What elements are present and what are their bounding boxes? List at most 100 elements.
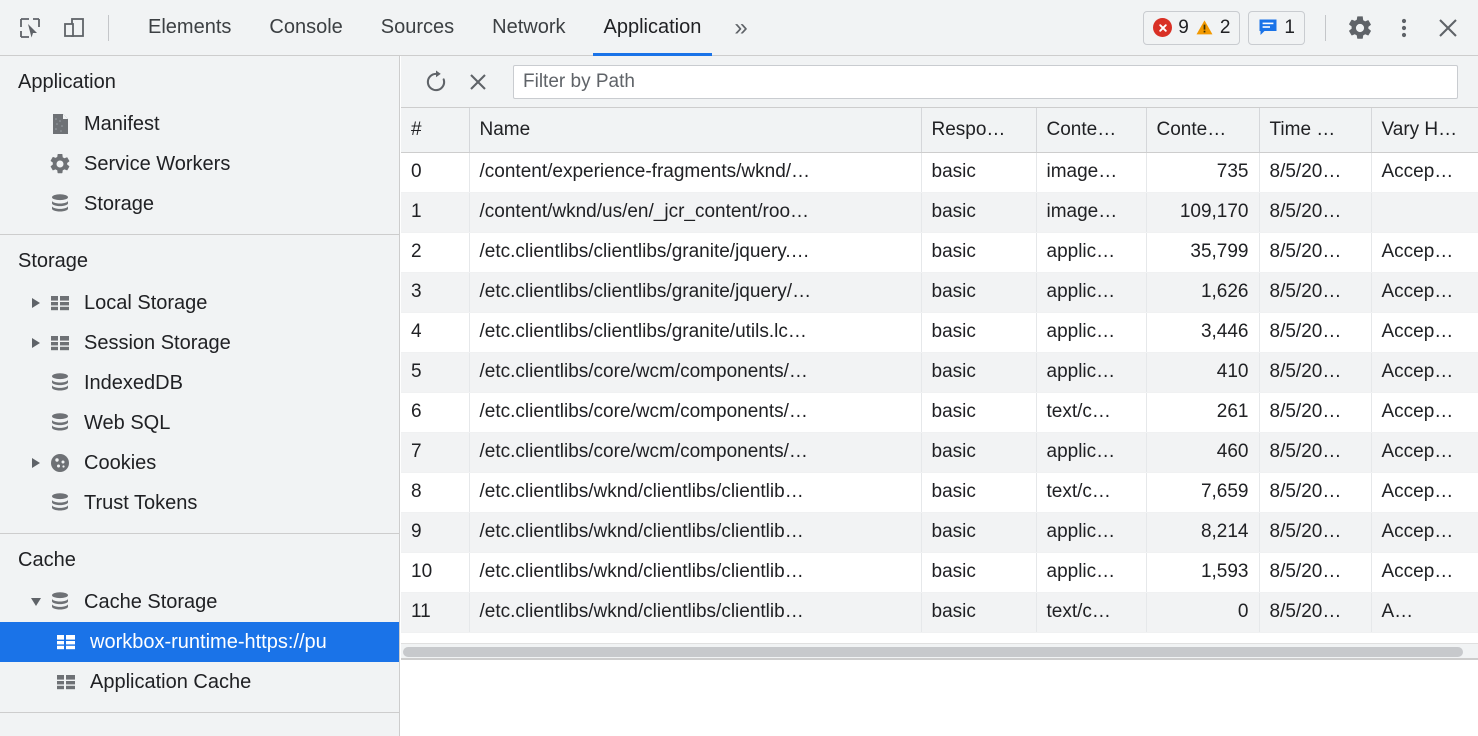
cell-vary-header: Accep… [1371, 392, 1478, 433]
cell-content-length: 1,593 [1146, 552, 1260, 593]
chevron-right-icon[interactable] [26, 338, 46, 348]
column-header-time-cached[interactable]: Time … [1259, 108, 1372, 153]
sidebar-item-indexeddb[interactable]: IndexedDB [0, 363, 399, 403]
sidebar-section-title-application: Application [18, 71, 116, 93]
cell-content-length: 7,659 [1146, 472, 1260, 513]
cell-name: /etc.clientlibs/wknd/clientlibs/clientli… [469, 512, 922, 553]
cell-name: /etc.clientlibs/core/wcm/components/… [469, 392, 922, 433]
chevron-down-icon[interactable] [26, 598, 46, 606]
cell-index: 2 [401, 232, 470, 273]
column-header-index[interactable]: # [401, 108, 470, 153]
table-row[interactable]: 0 /content/experience-fragments/wknd/… b… [401, 152, 1478, 193]
filter-by-path-input[interactable] [513, 64, 1458, 99]
cell-content-type: applic… [1036, 552, 1147, 593]
table-row[interactable]: 4 /etc.clientlibs/clientlibs/granite/uti… [401, 312, 1478, 353]
cell-time-cached: 8/5/20… [1259, 552, 1372, 593]
table-row[interactable]: 1 /content/wknd/us/en/_jcr_content/roo… … [401, 192, 1478, 233]
table-row[interactable]: 2 /etc.clientlibs/clientlibs/granite/jqu… [401, 232, 1478, 273]
cell-name: /etc.clientlibs/clientlibs/granite/utils… [469, 312, 922, 353]
cell-index: 4 [401, 312, 470, 353]
cell-content-length: 109,170 [1146, 192, 1260, 233]
cell-vary-header: Accep… [1371, 552, 1478, 593]
column-header-content-type[interactable]: Conte… [1036, 108, 1147, 153]
table-row[interactable]: 11 /etc.clientlibs/wknd/clientlibs/clien… [401, 592, 1478, 633]
close-icon[interactable] [1426, 6, 1470, 50]
table-row[interactable]: 9 /etc.clientlibs/wknd/clientlibs/client… [401, 512, 1478, 553]
cell-name: /etc.clientlibs/core/wcm/components/… [469, 432, 922, 473]
tab-console[interactable]: Console [250, 0, 361, 56]
sidebar-item-service-workers[interactable]: Service Workers [0, 144, 399, 184]
tab-elements[interactable]: Elements [129, 0, 250, 56]
column-header-response-type[interactable]: Respo… [921, 108, 1037, 153]
table-icon [57, 675, 75, 690]
chevron-right-icon[interactable] [26, 298, 46, 308]
application-sidebar[interactable]: Application Manifest Service Workers [0, 56, 400, 736]
kebab-menu-icon[interactable] [1382, 6, 1426, 50]
column-header-vary-header[interactable]: Vary H… [1371, 108, 1478, 153]
cell-response-type: basic [921, 232, 1037, 273]
tab-elements-label: Elements [148, 16, 232, 38]
error-count: 9 [1178, 16, 1189, 38]
refresh-icon[interactable] [415, 61, 457, 103]
sidebar-item-label: Service Workers [84, 152, 231, 175]
sidebar-item-workbox-runtime-cache[interactable]: workbox-runtime-https://pu [0, 622, 399, 662]
sidebar-item-application-cache[interactable]: Application Cache [0, 662, 399, 702]
cell-vary-header: Accep… [1371, 152, 1478, 193]
cell-index: 10 [401, 552, 470, 593]
sidebar-item-storage[interactable]: Storage [0, 184, 399, 224]
cache-filter-toolbar [401, 56, 1478, 108]
sidebar-item-manifest[interactable]: Manifest [0, 104, 399, 144]
sidebar-item-label: Local Storage [84, 291, 208, 314]
cell-vary-header: Accep… [1371, 512, 1478, 553]
table-row[interactable]: 3 /etc.clientlibs/clientlibs/granite/jqu… [401, 272, 1478, 313]
sidebar-item-trust-tokens[interactable]: Trust Tokens [0, 483, 399, 523]
chevron-right-icon[interactable] [26, 458, 46, 468]
sidebar-item-session-storage[interactable]: Session Storage [0, 323, 399, 363]
database-icon [52, 493, 68, 511]
messages-counter[interactable]: 1 [1248, 10, 1305, 45]
cell-content-type: applic… [1036, 232, 1147, 273]
sidebar-section-title-cache: Cache [18, 549, 76, 571]
cell-content-type: text/c… [1036, 472, 1147, 513]
cell-response-type: basic [921, 312, 1037, 353]
tab-application[interactable]: Application [585, 0, 721, 56]
sidebar-item-web-sql[interactable]: Web SQL [0, 403, 399, 443]
cell-index: 5 [401, 352, 470, 393]
cell-response-type: basic [921, 592, 1037, 633]
sidebar-item-label: workbox-runtime-https://pu [90, 630, 327, 653]
table-row[interactable]: 10 /etc.clientlibs/wknd/clientlibs/clien… [401, 552, 1478, 593]
gear-icon[interactable] [1338, 6, 1382, 50]
table-row[interactable]: 6 /etc.clientlibs/core/wcm/components/… … [401, 392, 1478, 433]
delete-entry-icon[interactable] [457, 61, 499, 103]
tab-network-label: Network [492, 16, 566, 38]
sidebar-item-cookies[interactable]: Cookies [0, 443, 399, 483]
cell-index: 3 [401, 272, 470, 313]
cell-response-type: basic [921, 192, 1037, 233]
document-icon [53, 114, 68, 134]
sidebar-item-cache-storage[interactable]: Cache Storage [0, 582, 399, 622]
cell-time-cached: 8/5/20… [1259, 352, 1372, 393]
device-toolbar-icon[interactable] [52, 6, 96, 50]
cell-vary-header: Accep… [1371, 352, 1478, 393]
inspect-element-icon[interactable] [8, 6, 52, 50]
cell-time-cached: 8/5/20… [1259, 512, 1372, 553]
sidebar-item-local-storage[interactable]: Local Storage [0, 283, 399, 323]
column-header-name[interactable]: Name [469, 108, 922, 153]
table-row[interactable]: 8 /etc.clientlibs/wknd/clientlibs/client… [401, 472, 1478, 513]
cell-content-length: 1,626 [1146, 272, 1260, 313]
tab-console-label: Console [269, 16, 343, 38]
horizontal-scrollbar[interactable] [401, 643, 1478, 659]
more-tabs-chevron-icon[interactable]: » [734, 13, 747, 41]
column-header-content-length[interactable]: Conte… [1146, 108, 1260, 153]
table-row[interactable]: 5 /etc.clientlibs/core/wcm/components/… … [401, 352, 1478, 393]
tab-network[interactable]: Network [473, 0, 584, 56]
toolbar-right-group: 9 2 1 [1143, 6, 1478, 50]
scrollbar-thumb[interactable] [403, 647, 1463, 657]
devtools-main-toolbar: Elements Console Sources Network Applica… [0, 0, 1478, 56]
sidebar-section-storage: Storage Local Storage [0, 235, 399, 534]
cell-content-type: image… [1036, 192, 1147, 233]
table-row[interactable]: 7 /etc.clientlibs/core/wcm/components/… … [401, 432, 1478, 473]
issues-counter[interactable]: 9 2 [1143, 10, 1241, 45]
tab-sources[interactable]: Sources [362, 0, 473, 56]
cell-name: /content/experience-fragments/wknd/… [469, 152, 922, 193]
